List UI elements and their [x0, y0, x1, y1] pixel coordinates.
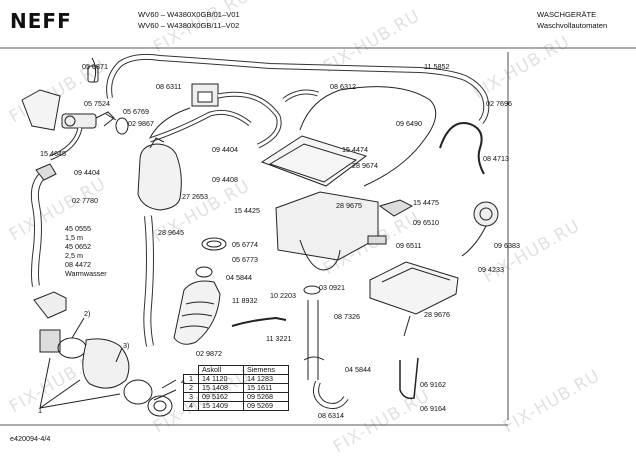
part-label: 08 6314 — [318, 411, 344, 420]
part-label: 11 3221 — [266, 334, 292, 343]
part-label: 05 6769 — [123, 107, 149, 116]
model-line-1: WV60 – W4380X0GB/01–V01 — [138, 10, 240, 19]
table-row: 4 15 1409 09 5269 — [183, 401, 289, 411]
part-label: 04 5844 — [226, 273, 252, 282]
part-label: 2,5 m — [65, 251, 83, 260]
part-label: 1,5 m — [65, 233, 83, 242]
part-label: 09 4233 — [478, 265, 504, 274]
part-label: 28 9675 — [336, 201, 362, 210]
part-label: 09 4404 — [212, 145, 238, 154]
part-label: 09 4408 — [212, 175, 238, 184]
part-label: 28 9676 — [424, 310, 450, 319]
part-label: 05 7524 — [84, 99, 110, 108]
part-label: 15 4425 — [234, 206, 260, 215]
table-row: 1 14 1120 14 1283 — [183, 374, 289, 384]
part-label: 04 5844 — [345, 365, 371, 374]
category-line-1: WASCHGERÄTE — [537, 10, 597, 19]
part-label: 05 6773 — [232, 255, 258, 264]
callout-1: 1 — [38, 406, 42, 415]
part-label: 02 7696 — [486, 99, 512, 108]
table-row: 3 09 5162 09 5268 — [183, 392, 289, 402]
part-label: 06 9162 — [420, 380, 446, 389]
part-label: 45 0652 — [65, 242, 91, 251]
part-label: 09 6383 — [494, 241, 520, 250]
callout-2: 2) — [84, 309, 91, 318]
part-label: 28 9645 — [158, 228, 184, 237]
part-label: 08 4472 — [65, 260, 91, 269]
part-label: 08 6312 — [330, 82, 356, 91]
part-label: 15 4645 — [40, 149, 66, 158]
part-label: 08 7326 — [334, 312, 360, 321]
part-label: 09 6510 — [413, 218, 439, 227]
part-label: 11 5852 — [424, 62, 450, 71]
callout-3: 3) — [123, 341, 130, 350]
part-label: 09 6490 — [396, 119, 422, 128]
table-cell: 4 — [183, 401, 199, 411]
part-label: 15 4475 — [413, 198, 439, 207]
part-label: 05 6774 — [232, 240, 258, 249]
table-cell: 15 1409 — [198, 401, 244, 411]
part-label: 15 4474 — [342, 145, 368, 154]
part-label: 06 9164 — [420, 404, 446, 413]
document-code: e420094-4/4 — [10, 434, 51, 443]
part-label: 02 9867 — [128, 119, 154, 128]
part-label: 08 6311 — [156, 82, 182, 91]
model-line-2: WV60 – W4380X0GB/11–V02 — [138, 21, 240, 30]
part-label: 27 2653 — [182, 192, 208, 201]
part-label: 02 7780 — [72, 196, 98, 205]
part-label: 02 9872 — [196, 349, 222, 358]
part-label: 45 0555 — [65, 224, 91, 233]
part-label: 05 0871 — [82, 62, 108, 71]
brand-logo: NEFF — [10, 9, 72, 33]
part-label: Warmwasser — [65, 269, 107, 278]
part-label: 03 0921 — [319, 283, 345, 292]
parts-table: Askoll Siemens 1 14 1120 14 1283 2 15 14… — [183, 365, 289, 411]
part-label: 09 4404 — [74, 168, 100, 177]
table-cell: 09 5269 — [243, 401, 289, 411]
category-line-2: Waschvollautomaten — [537, 21, 608, 30]
part-label: 28 9674 — [352, 161, 378, 170]
part-label: 10 2203 — [270, 291, 296, 300]
part-label: 08 4713 — [483, 154, 509, 163]
part-label: 09 6511 — [396, 241, 422, 250]
part-label: 11 8932 — [232, 296, 258, 305]
